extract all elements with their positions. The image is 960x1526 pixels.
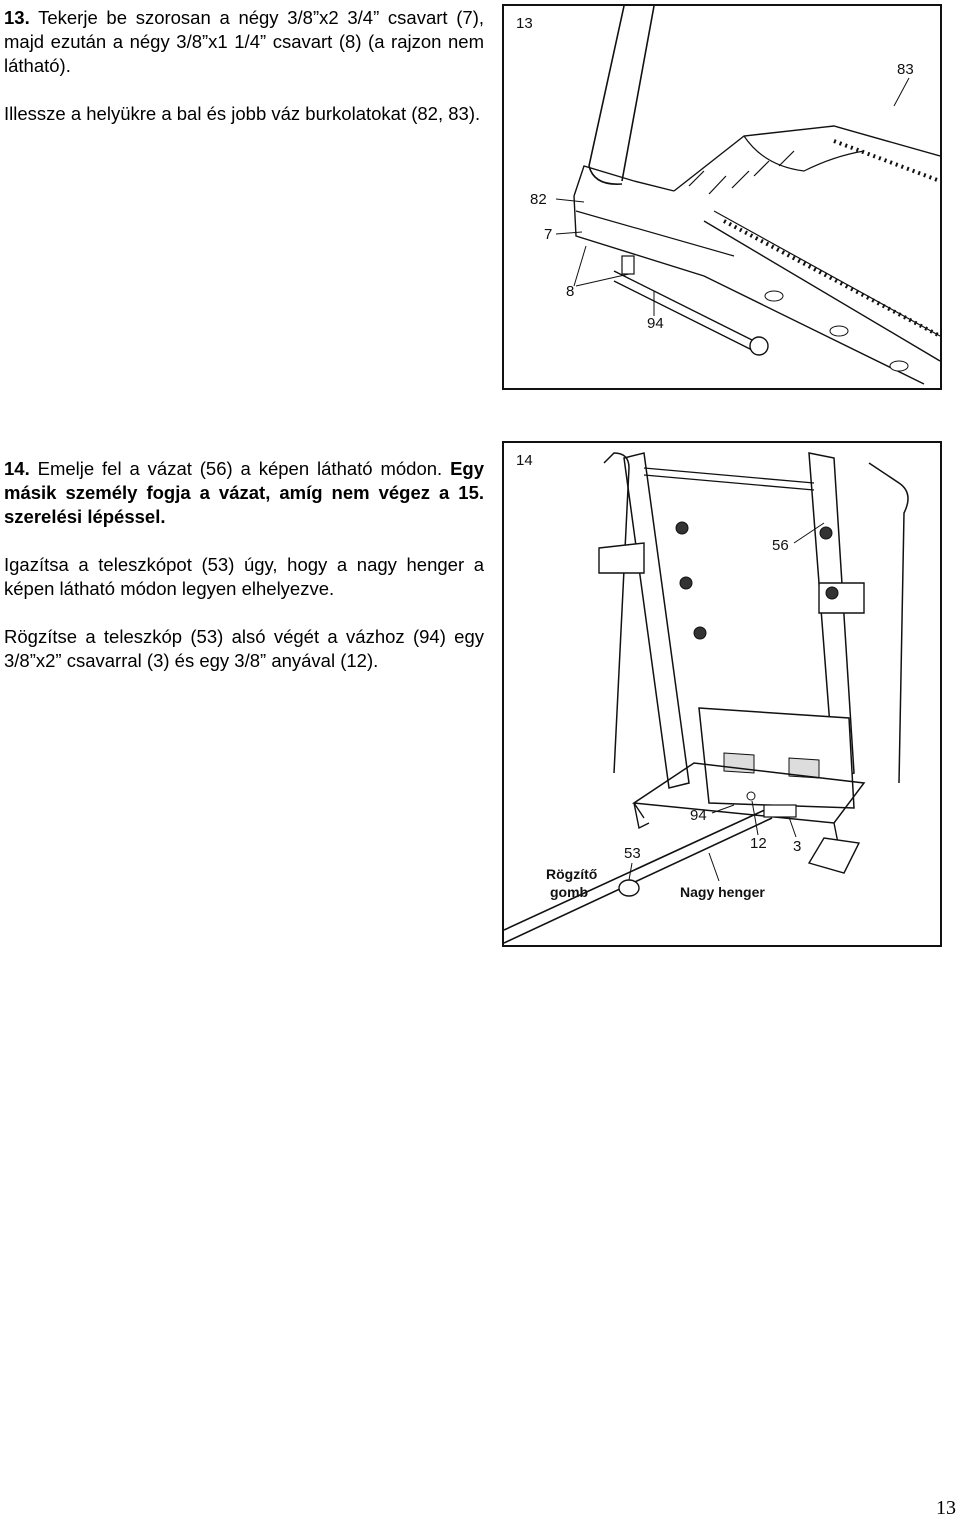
step-14-instruction-2: Igazítsa a teleszkópot (53) úgy, hogy a … — [4, 554, 484, 599]
step-13-paragraph-1: 13. Tekerje be szorosan a négy 3/8”x2 3/… — [4, 6, 484, 78]
figure-13-number: 13 — [516, 15, 533, 32]
step-14-warning: Egy másik személy fogja a vázat, amíg ne… — [4, 458, 484, 527]
knob-label-line-1: Rögzítő — [546, 866, 597, 882]
figure-14-number: 14 — [516, 452, 533, 469]
step-14-text: 14. Emelje fel a vázat (56) a képen láth… — [4, 457, 484, 673]
step-13-number: 13. — [4, 7, 30, 28]
callout-94: 94 — [690, 807, 707, 824]
callout-12: 12 — [750, 835, 767, 852]
figure-13: 13 94 83 82 7 8 94 — [502, 4, 942, 390]
knob-label-line-2: gomb — [550, 884, 588, 900]
figure-13-drawing: 13 94 83 82 7 8 94 — [516, 6, 940, 385]
step-13-instruction-2: Illessze a helyükre a bal és jobb váz bu… — [4, 103, 481, 124]
callout-56: 56 — [772, 537, 789, 554]
figure-14-drawing: 14 56 94 12 — [504, 452, 909, 944]
step-13-text: 13. Tekerje be szorosan a négy 3/8”x2 3/… — [4, 6, 484, 126]
step-14-instruction-3: Rögzítse a teleszkóp (53) alsó végét a v… — [4, 626, 484, 671]
cylinder-label: Nagy henger — [680, 884, 765, 900]
callout-94: 94 — [647, 315, 664, 332]
callout-82: 82 — [530, 191, 547, 208]
step-14-instruction-1: Emelje fel a vázat (56) a képen látható … — [37, 458, 443, 479]
callout-7: 7 — [544, 226, 552, 243]
figure-14: 14 56 94 12 — [502, 441, 942, 947]
step-13-instruction-1: Tekerje be szorosan a négy 3/8”x2 3/4” c… — [4, 7, 485, 76]
step-14-number: 14. — [4, 458, 30, 479]
page-number: 13 — [936, 1497, 956, 1519]
callout-83-label: 83 — [897, 61, 914, 78]
step-14-paragraph-1: 14. Emelje fel a vázat (56) a képen láth… — [4, 457, 484, 529]
callout-3: 3 — [793, 838, 801, 855]
callout-53: 53 — [624, 845, 641, 862]
callout-8: 8 — [566, 283, 574, 300]
